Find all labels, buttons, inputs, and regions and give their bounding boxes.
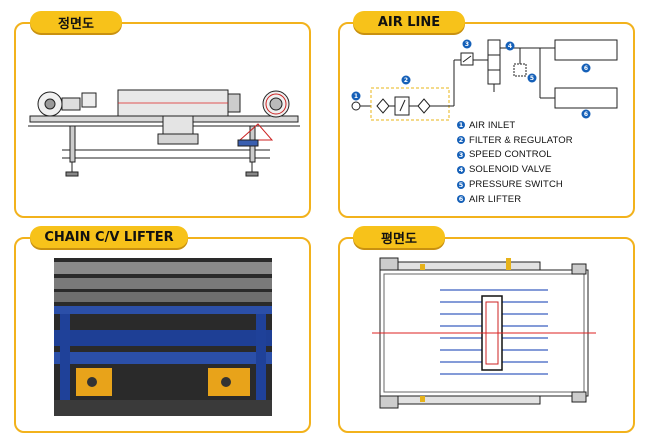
legend-item: 3 SPEED CONTROL bbox=[457, 148, 573, 163]
legend-item: 1 AIR INLET bbox=[457, 118, 573, 133]
air-line-title: AIR LINE bbox=[353, 11, 465, 33]
legend-label: PRESSURE SWITCH bbox=[469, 179, 563, 191]
legend-num: 5 bbox=[457, 180, 465, 189]
legend-item: 2 FILTER & REGULATOR bbox=[457, 133, 573, 148]
legend-label: AIR INLET bbox=[469, 119, 516, 131]
legend-num: 1 bbox=[457, 121, 465, 130]
legend-label: AIR LIFTER bbox=[469, 193, 522, 205]
legend-num: 2 bbox=[457, 136, 465, 145]
legend-item: 6 AIR LIFTER bbox=[457, 192, 573, 207]
front-view-panel bbox=[14, 22, 311, 218]
legend-label: SOLENOID VALVE bbox=[469, 164, 552, 176]
air-line-legend: 1 AIR INLET 2 FILTER & REGULATOR 3 SPEED CO… bbox=[457, 118, 573, 207]
legend-num: 3 bbox=[457, 150, 465, 159]
legend-item: 4 SOLENOID VALVE bbox=[457, 162, 573, 177]
legend-num: 4 bbox=[457, 165, 465, 174]
legend-num: 6 bbox=[457, 195, 465, 204]
front-view-title: 정면도 bbox=[30, 11, 122, 33]
plan-view-title: 평면도 bbox=[353, 226, 445, 248]
legend-label: SPEED CONTROL bbox=[469, 149, 552, 161]
plan-view-panel bbox=[338, 237, 635, 433]
chain-lifter-panel bbox=[14, 237, 311, 433]
legend-label: FILTER & REGULATOR bbox=[469, 134, 573, 146]
chain-lifter-title: CHAIN C/V LIFTER bbox=[30, 226, 188, 248]
legend-item: 5 PRESSURE SWITCH bbox=[457, 177, 573, 192]
